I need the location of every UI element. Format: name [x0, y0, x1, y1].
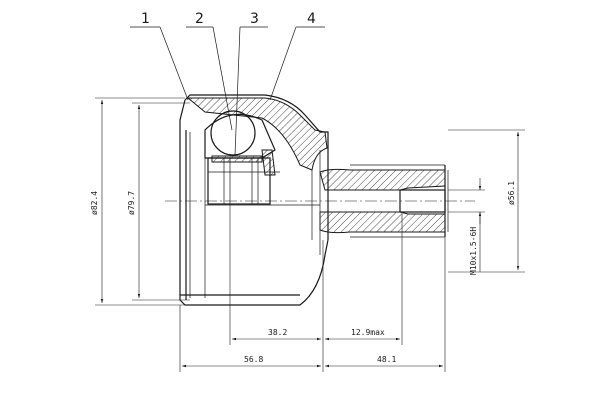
outer-housing: [179, 94, 329, 306]
label-inner-diameter: ø79.7: [127, 191, 136, 215]
label-568: 56.8: [244, 355, 263, 364]
callout-3: 3: [250, 11, 259, 27]
label-481: 48.1: [377, 355, 396, 364]
dim-shaft-diameter: [448, 129, 525, 273]
callout-4: 4: [307, 11, 316, 27]
dim-outer-diameter: [95, 97, 185, 306]
callout-1: 1: [141, 11, 150, 27]
label-shaft-diameter: ø56.1: [507, 181, 516, 205]
label-thread: M10x1.5-6H: [469, 227, 478, 275]
label-38: 38.2: [268, 328, 287, 337]
callout-leaders: [130, 26, 325, 156]
inner-race: [204, 113, 280, 205]
dim-extension-lines: [179, 205, 446, 372]
label-outer-diameter: ø82.4: [90, 191, 99, 215]
dim-inner-diameter: [132, 102, 190, 301]
stub-shaft: [319, 164, 449, 238]
ball: [210, 110, 256, 156]
callout-2: 2: [195, 11, 204, 27]
dim-thread: [448, 178, 485, 272]
label-129: 12.9max: [351, 328, 385, 337]
